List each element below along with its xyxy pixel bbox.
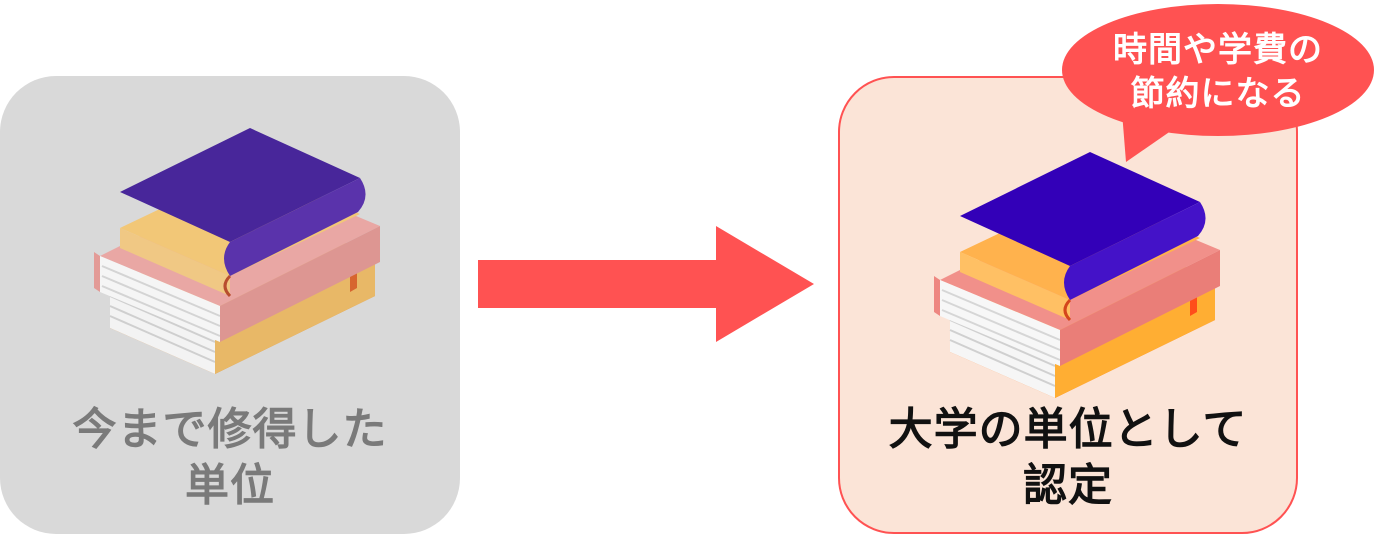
recognized-credits-label: 大学の単位として 認定 xyxy=(840,402,1296,514)
recognized-credits-label-line1: 大学の単位として xyxy=(888,404,1248,455)
speech-bubble-line2: 節約になる xyxy=(1130,74,1306,114)
books-stack-icon xyxy=(94,128,380,374)
speech-bubble-line1: 時間や学費の xyxy=(1113,30,1323,70)
speech-bubble-text: 時間や学費の 節約になる xyxy=(1070,28,1366,116)
speech-bubble xyxy=(1062,4,1374,162)
recognized-credits-card: 大学の単位として 認定 xyxy=(838,76,1298,534)
source-credits-card: 今まで修得した 単位 xyxy=(0,76,460,534)
source-credits-label: 今まで修得した 単位 xyxy=(0,402,460,514)
source-credits-label-line1: 今まで修得した xyxy=(72,404,388,455)
recognized-credits-label-line2: 認定 xyxy=(1023,460,1113,511)
right-arrow-icon xyxy=(478,226,814,342)
books-stack-icon xyxy=(934,152,1220,398)
source-credits-label-line2: 単位 xyxy=(185,460,275,511)
